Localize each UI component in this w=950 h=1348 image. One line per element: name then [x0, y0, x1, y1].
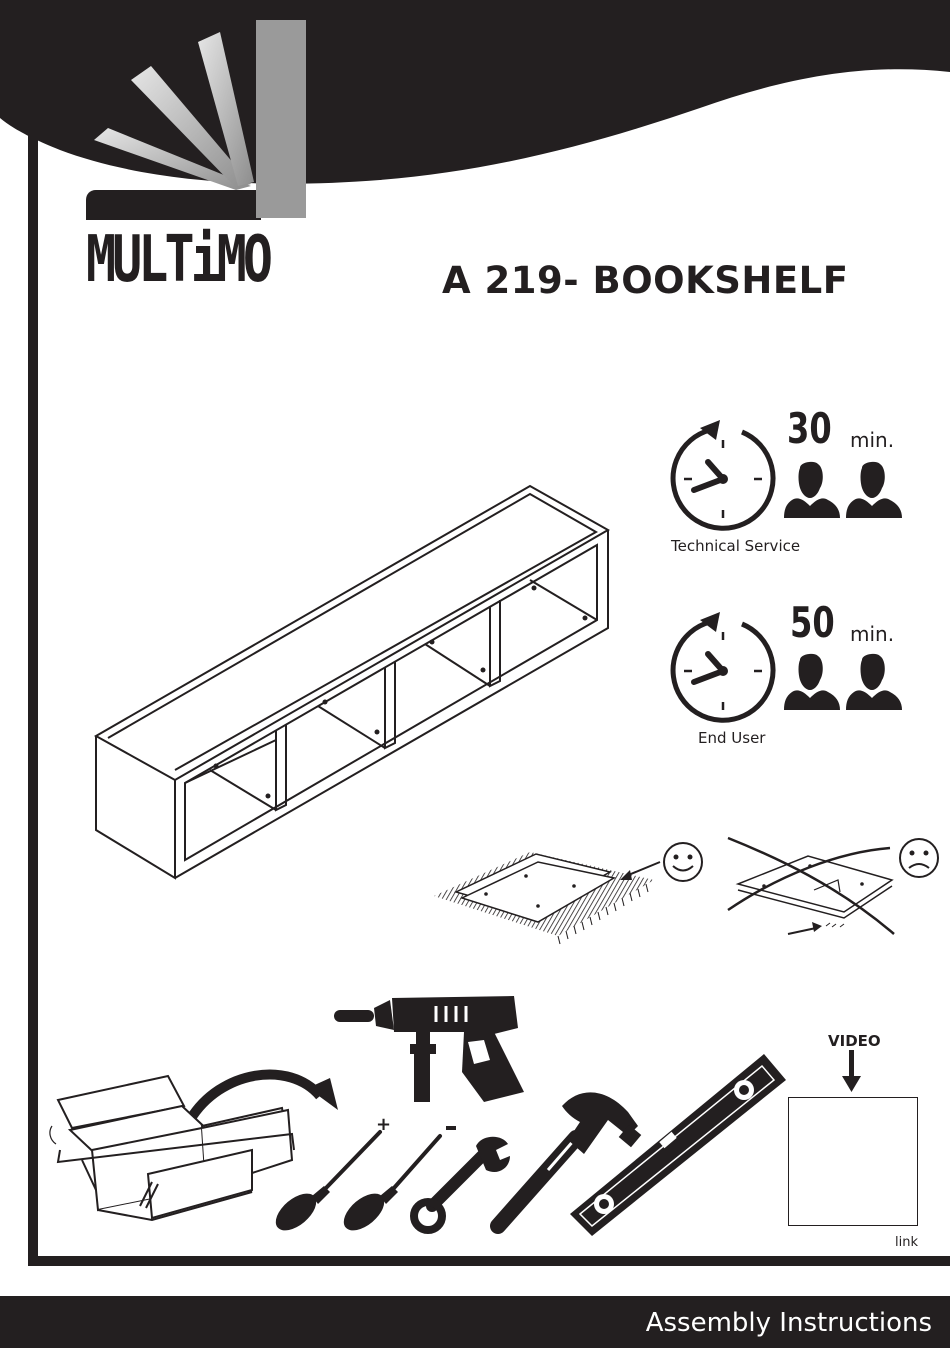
- flat-screwdriver-icon: [343, 1126, 456, 1231]
- clock-icon: [670, 612, 776, 723]
- clock-icon: [670, 420, 776, 531]
- hammer-icon: [490, 1092, 642, 1234]
- drill-icon: [334, 996, 524, 1102]
- video-link-label[interactable]: link: [895, 1235, 918, 1250]
- multimo-logo: [86, 20, 306, 220]
- end-user-minutes: 50: [790, 598, 835, 647]
- video-label: VIDEO: [828, 1032, 881, 1050]
- happy-face-icon: [663, 842, 703, 882]
- person-icon: [784, 653, 840, 710]
- technical-service-label: Technical Service: [671, 537, 801, 555]
- technical-service-minutes: 30: [787, 404, 832, 453]
- spirit-level-icon: [570, 1054, 786, 1236]
- toolbox-icon: [49, 1074, 295, 1222]
- product-title: A 219- BOOKSHELF: [442, 259, 849, 302]
- panel-on-floor-illustration: [727, 836, 895, 935]
- curved-arrow: [185, 1069, 338, 1123]
- technical-service-unit: min.: [850, 428, 895, 452]
- end-user-unit: min.: [850, 622, 895, 646]
- page-frame: [28, 100, 950, 1266]
- bookshelf-illustration: [93, 484, 611, 880]
- arrow-down-icon: [842, 1050, 861, 1092]
- sad-face-icon: [899, 838, 939, 878]
- video-qr-box[interactable]: [788, 1097, 918, 1226]
- phillips-screwdriver-icon: +: [275, 1114, 391, 1231]
- footer-title: Assembly Instructions: [645, 1308, 932, 1338]
- person-icon: [784, 461, 840, 518]
- footer-bar: [0, 1296, 950, 1348]
- person-icon: [846, 461, 902, 518]
- svg-text:+: +: [376, 1114, 391, 1135]
- wrench-icon: [410, 1136, 510, 1234]
- panel-on-rug-illustration: [434, 852, 661, 945]
- person-icon: [846, 653, 902, 710]
- brand-name: MULTiMO: [86, 223, 273, 297]
- end-user-label: End User: [698, 729, 766, 747]
